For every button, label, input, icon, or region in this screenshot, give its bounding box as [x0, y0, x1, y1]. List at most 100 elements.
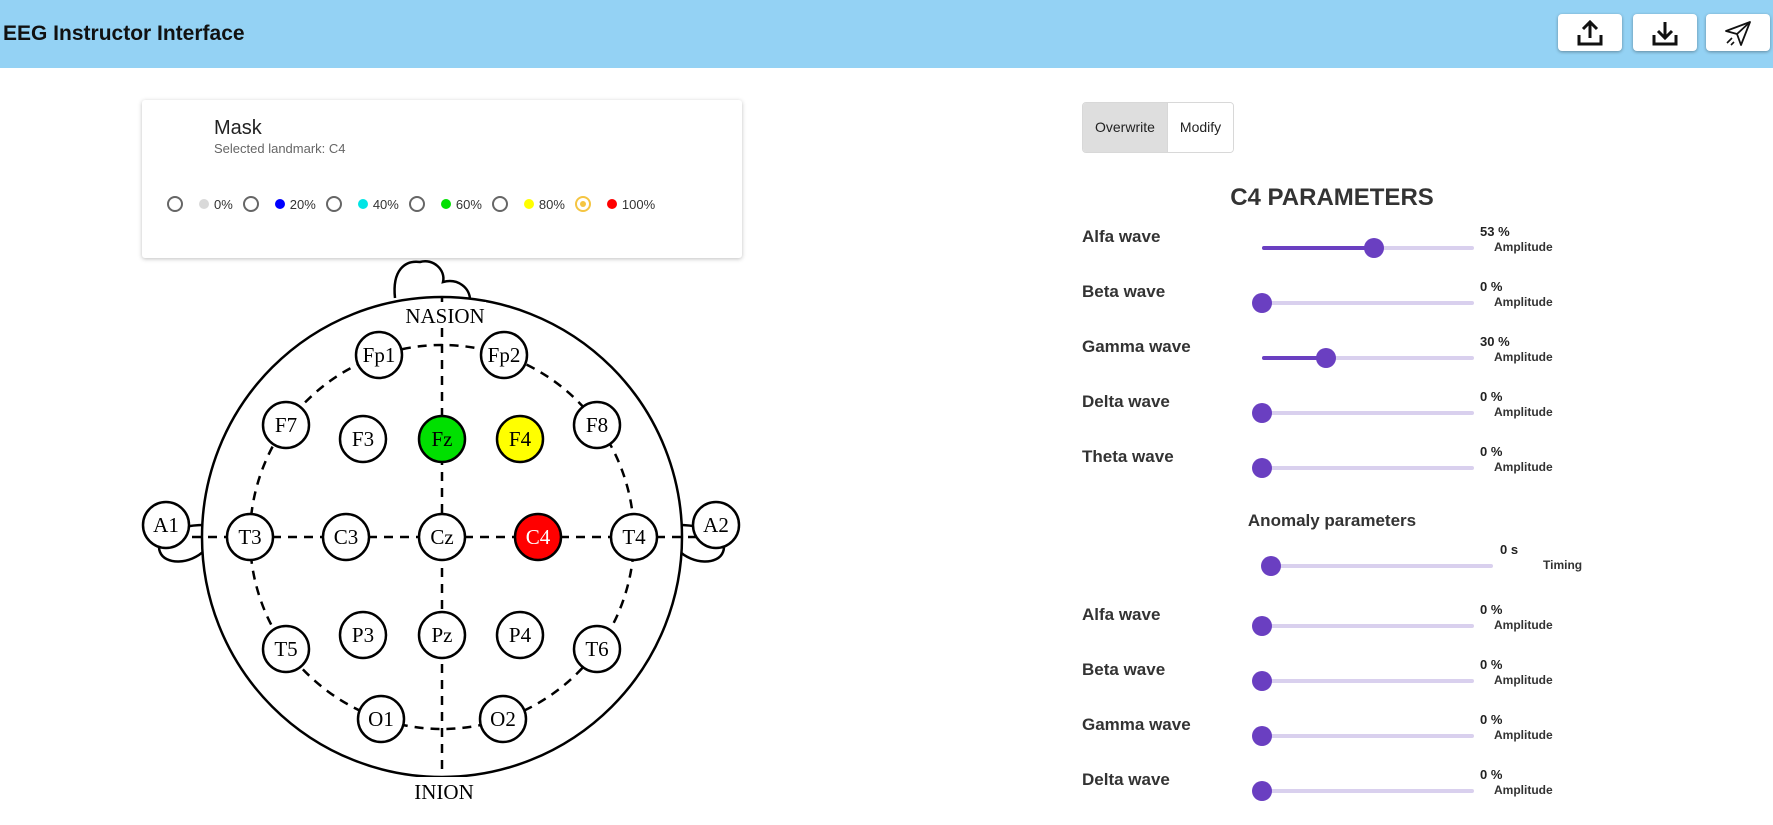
- nasion-label: NASION: [405, 304, 484, 328]
- electrode-f8[interactable]: F8: [572, 400, 622, 450]
- electrode-f4[interactable]: F4: [495, 414, 545, 464]
- slider-value: 0 %: [1480, 602, 1503, 617]
- slider-fill: [1262, 356, 1326, 360]
- electrode-t6[interactable]: T6: [572, 624, 622, 674]
- wave-param-row-slider[interactable]: [1252, 403, 1474, 423]
- electrode-circle: [261, 624, 311, 674]
- slider-unit: Timing: [1543, 558, 1583, 572]
- anomaly-wave-row-slider[interactable]: [1252, 616, 1474, 636]
- mask-card: Mask Selected landmark: C4 0%20%40%60%80…: [142, 100, 742, 258]
- electrode-f3[interactable]: F3: [338, 414, 388, 464]
- mask-level-radio[interactable]: [491, 196, 508, 212]
- slider-label: Delta wave: [1082, 770, 1170, 789]
- mask-level-item: 20%: [274, 197, 316, 212]
- slider-unit: Amplitude: [1494, 240, 1553, 254]
- slider-thumb[interactable]: [1261, 556, 1281, 576]
- electrode-label: Fp1: [363, 343, 396, 367]
- slider-thumb[interactable]: [1252, 293, 1272, 313]
- electrode-pz[interactable]: Pz: [417, 610, 467, 660]
- electrode-label: T3: [238, 525, 261, 549]
- mode-toggle: Overwrite Modify: [1082, 102, 1235, 153]
- electrode-circle: [572, 624, 622, 674]
- electrode-circle: [417, 610, 467, 660]
- mask-level-label: 0%: [214, 196, 233, 212]
- wave-param-row-slider[interactable]: [1262, 348, 1474, 368]
- electrode-t3[interactable]: T3: [225, 512, 275, 562]
- slider-unit: Amplitude: [1494, 405, 1553, 419]
- send-icon: [1725, 20, 1751, 46]
- electrode-fp2[interactable]: Fp2: [479, 330, 529, 380]
- electrode-circle: [495, 610, 545, 660]
- app-title: EEG Instructor Interface: [3, 22, 245, 45]
- slider-thumb[interactable]: [1252, 458, 1272, 478]
- slider-label: Delta wave: [1082, 392, 1170, 411]
- slider-value: 30 %: [1480, 334, 1510, 349]
- mask-level-radio[interactable]: [408, 196, 425, 212]
- electrode-circle: [417, 414, 467, 464]
- electrode-label: T5: [274, 637, 297, 661]
- modify-button[interactable]: Modify: [1166, 103, 1234, 152]
- slider-thumb[interactable]: [1364, 238, 1385, 258]
- send-button[interactable]: [1706, 14, 1770, 51]
- slider-value: 0 %: [1480, 657, 1503, 672]
- mask-legend: 0%20%40%60%80%100%: [167, 196, 665, 212]
- electrode-circle: [338, 414, 388, 464]
- mask-level-color-dot: [440, 199, 451, 209]
- electrode-c4[interactable]: C4: [513, 512, 563, 562]
- electrode-c3[interactable]: C3: [321, 512, 371, 562]
- mask-level-radio[interactable]: [167, 196, 183, 212]
- electrode-fp1[interactable]: Fp1: [354, 330, 404, 380]
- wave-param-row-slider[interactable]: [1262, 238, 1474, 258]
- electrode-a1[interactable]: A1: [141, 500, 191, 550]
- electrode-circle: [609, 512, 659, 562]
- electrode-circle: [141, 500, 191, 550]
- slider-label: Gamma wave: [1082, 337, 1191, 356]
- anomaly-title: Anomaly parameters: [1247, 511, 1417, 530]
- slider-value: 0 s: [1500, 542, 1519, 557]
- electrode-p4[interactable]: P4: [495, 610, 545, 660]
- download-button[interactable]: [1633, 14, 1697, 51]
- slider-thumb[interactable]: [1252, 403, 1272, 423]
- wave-param-row-slider[interactable]: [1252, 293, 1474, 313]
- slider-thumb[interactable]: [1315, 348, 1336, 368]
- wave-param-row-slider[interactable]: [1252, 458, 1474, 478]
- inion-bg: [408, 777, 480, 803]
- electrode-f7[interactable]: F7: [261, 400, 311, 450]
- electrode-a2[interactable]: A2: [691, 500, 741, 550]
- mask-level-radio[interactable]: [325, 196, 342, 212]
- electrode-label: T6: [585, 637, 608, 661]
- electrode-o2[interactable]: O2: [478, 694, 528, 744]
- overwrite-button[interactable]: Overwrite: [1083, 103, 1167, 152]
- mask-level-radio[interactable]: [574, 196, 591, 212]
- anomaly-wave-row-slider[interactable]: [1252, 671, 1474, 691]
- mask-level-radio[interactable]: [242, 196, 259, 212]
- mask-level-color-dot: [523, 199, 534, 209]
- electrode-t4[interactable]: T4: [609, 512, 659, 562]
- electrode-p3[interactable]: P3: [338, 610, 388, 660]
- electrode-label: F4: [509, 427, 532, 451]
- electrode-circle: [572, 400, 622, 450]
- inion-label: INION: [414, 780, 473, 804]
- slider-thumb[interactable]: [1252, 726, 1272, 746]
- anomaly-timing-row-slider[interactable]: [1261, 556, 1493, 576]
- electrode-t5[interactable]: T5: [261, 624, 311, 674]
- electrode-cz[interactable]: Cz: [417, 512, 467, 562]
- electrode-fz[interactable]: Fz: [417, 414, 467, 464]
- mask-level-label: 80%: [538, 196, 565, 212]
- electrode-o1[interactable]: O1: [356, 694, 406, 744]
- electrode-circle: [479, 330, 529, 380]
- slider-value: 0 %: [1480, 279, 1503, 294]
- slider-label: Alfa wave: [1082, 605, 1161, 624]
- download-icon: [1652, 21, 1678, 45]
- upload-button[interactable]: [1558, 14, 1622, 51]
- electrode-circle: [321, 512, 371, 562]
- slider-thumb[interactable]: [1252, 671, 1272, 691]
- anomaly-wave-row-slider[interactable]: [1252, 781, 1474, 801]
- slider-thumb[interactable]: [1252, 616, 1272, 636]
- anomaly-wave-row-slider[interactable]: [1252, 726, 1474, 746]
- slider-thumb[interactable]: [1252, 781, 1272, 801]
